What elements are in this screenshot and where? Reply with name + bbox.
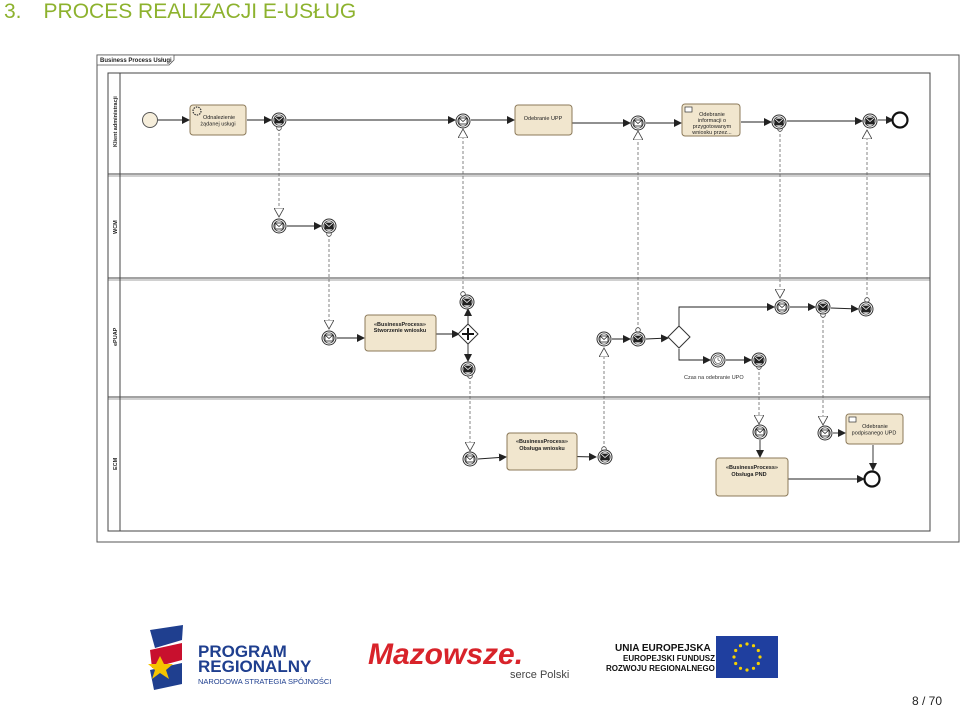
mazowsze-text: Mazowsze. bbox=[368, 638, 523, 671]
timer-label: Czas na odebranie UPO bbox=[684, 375, 744, 381]
task-obsluga-wniosku: «BusinessProcess» Obsługa wniosku bbox=[506, 432, 578, 471]
slide-number: 3. bbox=[4, 0, 22, 23]
lane-label-ecm: ECM bbox=[113, 457, 119, 470]
eu-star bbox=[745, 668, 749, 672]
frame-title: Business Process Usługi bbox=[100, 58, 172, 64]
eu-star bbox=[756, 661, 760, 666]
gear-icon bbox=[192, 106, 202, 116]
timer-event bbox=[710, 352, 726, 368]
parallel-gateway bbox=[457, 323, 479, 345]
mazowsze-subtitle: serce Polski bbox=[510, 669, 569, 681]
star-icon bbox=[148, 656, 173, 679]
end-event-ecm bbox=[863, 470, 881, 488]
eu-line1: UNIA EUROPEJSKA bbox=[615, 643, 711, 654]
program-line2: REGIONALNY bbox=[198, 657, 312, 676]
program-line1: PROGRAM bbox=[198, 642, 287, 661]
eu-star bbox=[751, 666, 756, 670]
eu-stars-icon bbox=[732, 642, 762, 672]
obsluga-wniosku-stereotype: «BusinessProcess» bbox=[516, 439, 568, 445]
task-tworzenie-wniosku: «BusinessProcess» Stworzenie wniosku bbox=[364, 314, 437, 352]
lane-label-epuap: ePUAP bbox=[113, 327, 119, 346]
task-obsluga-pnd: «BusinessProcess» Obsługa PND bbox=[715, 457, 789, 497]
tworzenie-label: Stworzenie wniosku bbox=[374, 328, 427, 334]
tworzenie-stereotype: «BusinessProcess» bbox=[374, 322, 426, 328]
eu-star bbox=[734, 661, 738, 666]
exclusive-gateway bbox=[667, 325, 691, 349]
eu-star bbox=[738, 666, 743, 670]
eu-flag bbox=[716, 636, 778, 678]
eu-line2: EUROPEJSKI FUNDUSZ bbox=[623, 654, 715, 663]
page-number: 8 / 70 bbox=[911, 694, 942, 708]
obsluga-wniosku-label: Obsługa wniosku bbox=[519, 446, 565, 452]
program-regionalny-logo: PROGRAM REGIONALNY NARODOWA STRATEGIA SP… bbox=[148, 625, 331, 690]
eu-star bbox=[734, 648, 738, 653]
eu-star bbox=[738, 644, 743, 648]
eu-star bbox=[751, 644, 756, 648]
message-flows bbox=[279, 128, 867, 451]
obsluga-pnd-label: Obsługa PND bbox=[731, 472, 766, 478]
task-odebranie-upp: Odebranie UPP bbox=[514, 104, 573, 136]
eu-line3: ROZWOJU REGIONALNEGO bbox=[606, 664, 715, 673]
mazowsze-logo: Mazowsze. serce Polski bbox=[368, 638, 569, 681]
start-event bbox=[142, 112, 158, 128]
task-odebranie-upp-label: Odebranie UPP bbox=[524, 116, 563, 122]
eu-logo: UNIA EUROPEJSKA EUROPEJSKI FUNDUSZ ROZWO… bbox=[606, 636, 778, 678]
eu-star bbox=[732, 655, 736, 659]
lane-label-wcm: WCM bbox=[113, 220, 119, 234]
end-event-klient bbox=[891, 111, 909, 129]
slide-title-text: PROCES REALIZACJI E-USŁUG bbox=[43, 0, 357, 23]
program-line3: NARODOWA STRATEGIA SPÓJNOŚCI bbox=[198, 677, 331, 686]
obsluga-pnd-stereotype: «BusinessProcess» bbox=[726, 465, 778, 471]
eu-star bbox=[756, 648, 760, 653]
message-icon bbox=[684, 106, 693, 113]
slide-title: 3. PROCES REALIZACJI E-USŁUG bbox=[4, 0, 356, 24]
lane-label-klient: Klient administracji bbox=[113, 96, 119, 147]
eu-star bbox=[758, 655, 762, 659]
eu-star bbox=[745, 642, 749, 646]
message-icon bbox=[848, 416, 857, 423]
